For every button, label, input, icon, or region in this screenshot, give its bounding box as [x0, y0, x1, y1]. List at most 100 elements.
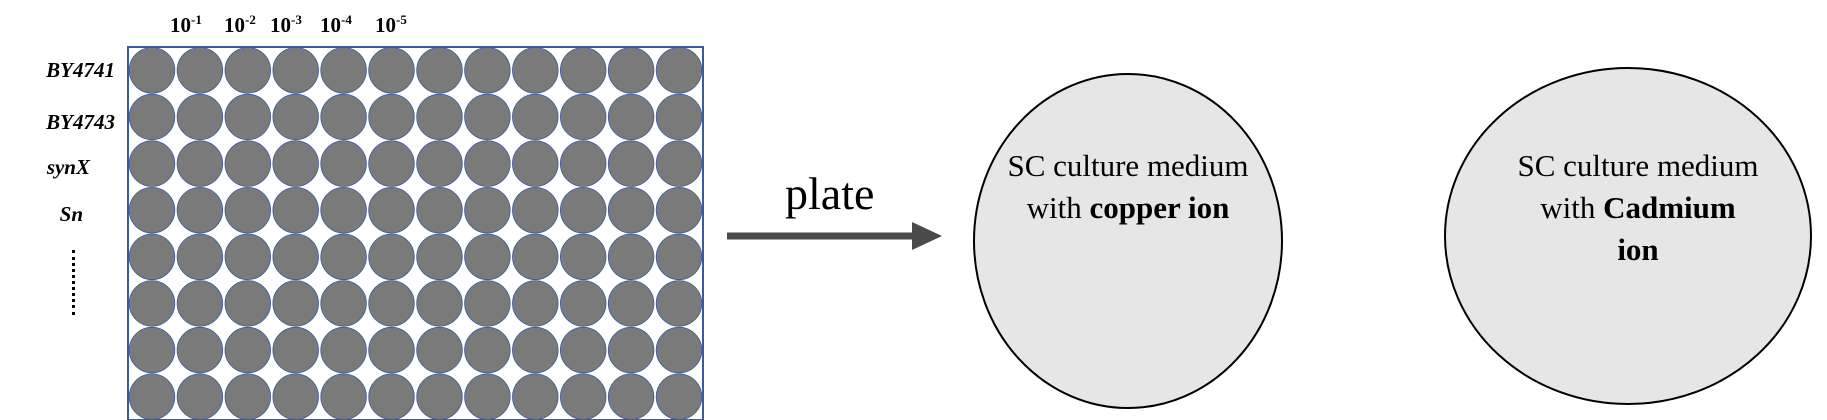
well	[128, 93, 176, 141]
well	[464, 140, 511, 187]
well	[607, 93, 655, 141]
dish-copper-line2: with copper ion	[1026, 190, 1230, 225]
well	[368, 233, 415, 280]
well	[176, 280, 224, 327]
dilution-label-1: 10-1	[170, 12, 202, 37]
well	[368, 326, 415, 374]
well	[128, 186, 176, 234]
well	[464, 326, 511, 374]
well	[607, 280, 655, 327]
well	[272, 373, 319, 420]
well	[416, 186, 463, 234]
well	[224, 280, 271, 327]
well	[607, 373, 655, 420]
strain-label-synx: synX	[46, 155, 90, 179]
well	[320, 93, 367, 141]
strain-label-by4741: BY4741	[46, 58, 115, 82]
dish-cadmium-line3: ion	[1617, 232, 1659, 267]
well	[320, 373, 367, 420]
well	[512, 373, 559, 420]
dish-text-copper: SC culture medium with copper ion	[988, 145, 1268, 229]
well	[224, 373, 271, 420]
well	[176, 186, 224, 234]
well	[655, 140, 703, 187]
well	[320, 140, 367, 187]
plate-arrow-head	[912, 222, 942, 250]
well	[320, 326, 367, 374]
well	[368, 280, 415, 327]
strain-label-sn: Sn	[59, 202, 83, 226]
well	[655, 280, 703, 327]
well	[272, 280, 319, 327]
well	[512, 47, 559, 94]
strain-label-by4743: BY4743	[46, 110, 115, 134]
well	[607, 326, 655, 374]
well	[320, 47, 367, 94]
well	[655, 93, 703, 141]
well	[320, 280, 367, 327]
well	[320, 233, 367, 280]
well	[176, 233, 224, 280]
ellipsis-dots	[72, 250, 75, 315]
well	[607, 47, 655, 94]
well	[512, 280, 559, 327]
well	[560, 93, 607, 141]
well	[655, 373, 703, 420]
well	[607, 140, 655, 187]
well	[655, 186, 703, 234]
well	[560, 280, 607, 327]
well	[512, 140, 559, 187]
well	[224, 47, 271, 94]
dish-copper-line1: SC culture medium	[1007, 148, 1249, 183]
well	[655, 233, 703, 280]
well	[128, 280, 176, 327]
well	[272, 326, 319, 374]
well	[128, 233, 176, 280]
well	[655, 47, 703, 94]
well	[128, 373, 176, 420]
well	[416, 93, 463, 141]
well	[464, 373, 511, 420]
well	[560, 233, 607, 280]
well	[176, 93, 224, 141]
well	[607, 233, 655, 280]
well	[416, 326, 463, 374]
well	[128, 326, 176, 374]
dish-cadmium-line2: with Cadmium	[1540, 190, 1736, 225]
well	[464, 93, 511, 141]
well	[272, 233, 319, 280]
well	[224, 326, 271, 374]
well	[176, 326, 224, 374]
dilution-label-4: 10-4	[320, 12, 352, 37]
well	[272, 140, 319, 187]
well	[512, 233, 559, 280]
well	[416, 47, 463, 94]
dish-cadmium-line1: SC culture medium	[1517, 148, 1759, 183]
well	[512, 186, 559, 234]
dilution-label-5: 10-5	[375, 12, 407, 37]
well	[176, 47, 224, 94]
well	[416, 233, 463, 280]
well	[368, 373, 415, 420]
well	[368, 93, 415, 141]
well	[224, 93, 271, 141]
well	[464, 233, 511, 280]
well	[416, 140, 463, 187]
well	[560, 47, 607, 94]
well	[128, 47, 176, 94]
well	[560, 373, 607, 420]
well	[272, 93, 319, 141]
dish-text-cadmium: SC culture medium with Cadmium ion	[1488, 145, 1788, 271]
well-plate	[127, 46, 704, 420]
well	[176, 373, 224, 420]
well	[464, 280, 511, 327]
well	[320, 186, 367, 234]
well	[464, 47, 511, 94]
well	[176, 140, 224, 187]
well	[368, 140, 415, 187]
well	[224, 140, 271, 187]
well	[224, 233, 271, 280]
well	[224, 186, 271, 234]
petri-dish-copper	[973, 73, 1283, 409]
dilution-label-3: 10-3	[270, 12, 302, 37]
